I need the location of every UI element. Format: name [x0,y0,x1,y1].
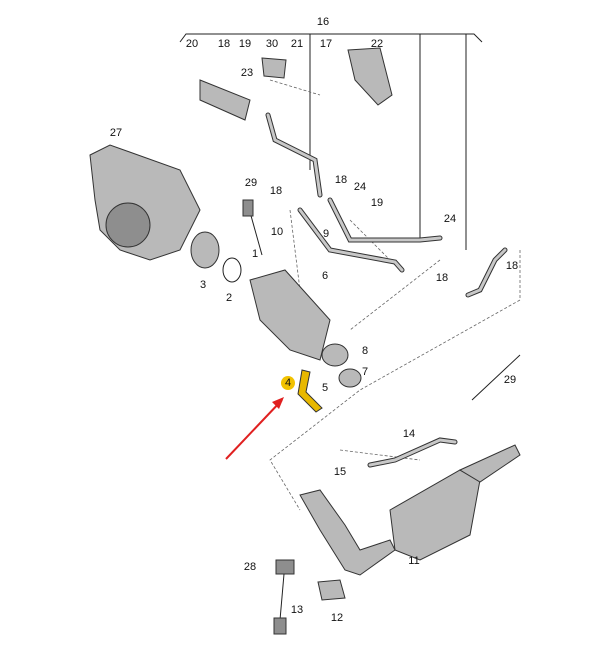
tailpipe-part [458,444,521,483]
part-label: 19 [371,197,383,209]
part-label: 15 [334,466,346,478]
part-label: 28 [244,561,256,573]
part-label: 23 [241,67,253,79]
part-label: 18 [335,174,347,186]
part-label: 9 [323,228,329,240]
bracket-4-part [297,369,323,413]
part-label: 7 [362,366,368,378]
part-label: 29 [504,374,516,386]
part-label: 4 [285,377,291,389]
part-label: 12 [331,612,343,624]
pointer-arrow [225,399,283,460]
part-label: 14 [403,428,415,440]
gasket-7-part [338,368,362,388]
pipe-16-part [328,198,442,242]
pipe-9-part [298,208,404,272]
catalytic-converter-part [249,269,331,361]
part-label: 21 [291,38,303,50]
part-label: 29 [245,177,257,189]
clamp-8-part [321,343,349,367]
part-label: 27 [110,127,122,139]
part-label: 19 [239,38,251,50]
part-label: 17 [320,38,332,50]
bracket-30-part [261,57,287,79]
part-label: 24 [444,213,456,225]
pointer-arrowhead [272,397,284,409]
part-label: 30 [266,38,278,50]
part-label: 8 [362,345,368,357]
pressure-hose-part [266,113,322,197]
part-label: 18 [270,185,282,197]
bracket-18-part [199,79,251,121]
pipe-14-part [368,438,457,467]
part-label: 16 [317,16,329,28]
gasket-part [222,257,242,283]
sensor-28-plug [273,617,287,635]
part-label: 6 [322,270,328,282]
part-label: 11 [408,555,419,567]
part-label: 13 [291,604,303,616]
silencer-part [389,469,481,561]
heat-shield-22-part [347,47,393,106]
highlight-marker [281,376,295,390]
bracket-leads [309,34,467,250]
hose-part [466,248,507,297]
group-bracket-16 [179,33,483,43]
part-label: 5 [322,382,328,394]
part-label: 24 [354,181,366,193]
turbocharger-part [89,144,201,261]
front-pipe-part [299,489,396,576]
part-label: 18 [436,272,448,284]
clamp-part [190,231,220,269]
sensor-28-wire [279,573,285,621]
part-label: 10 [271,226,283,238]
part-label: 18 [506,260,518,272]
part-label: 20 [186,38,198,50]
bracket-12-part [317,579,346,601]
part-label: 3 [200,279,206,291]
turbo-inlet [105,202,151,248]
part-label: 22 [371,38,383,50]
part-label: 1 [252,248,258,260]
sensor-29-part [242,199,254,217]
sensor-28-part [275,559,295,575]
part-label: 2 [226,292,232,304]
part-label: 18 [218,38,230,50]
